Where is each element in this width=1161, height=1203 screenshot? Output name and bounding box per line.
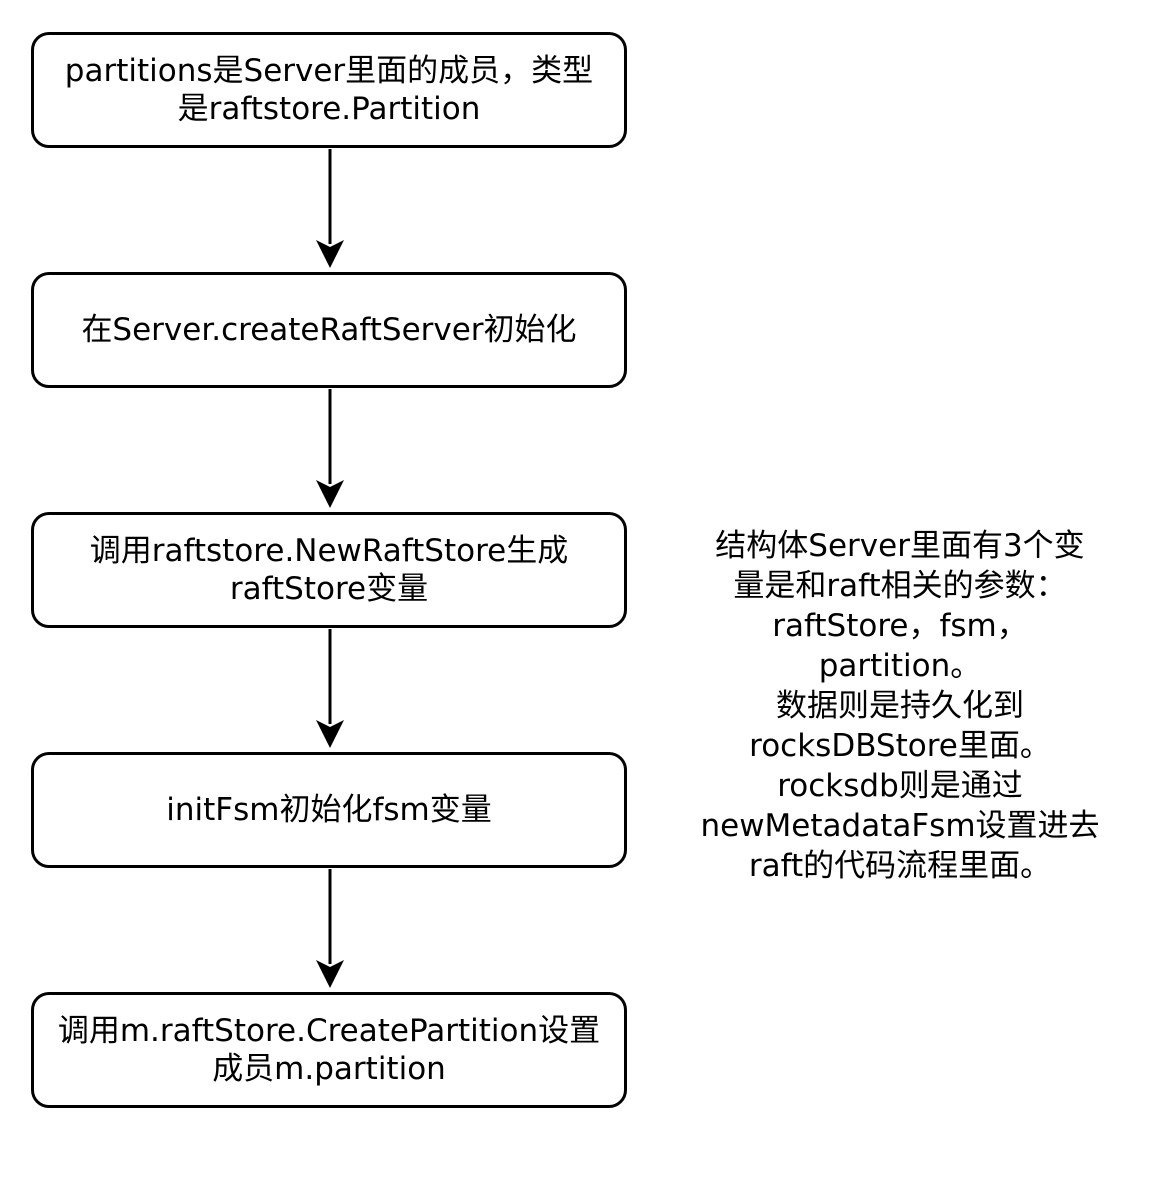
side-annotation: 结构体Server里面有3个变 量是和raft相关的参数： raftStore，… [680, 526, 1120, 886]
flow-node-label: partitions是Server里面的成员，类型 是raftstore.Par… [64, 53, 594, 127]
annotation-line: 数据则是持久化到 [776, 688, 1024, 724]
flow-node-label: 调用m.raftStore.CreatePartition设置 成员m.part… [57, 1013, 601, 1087]
annotation-line: newMetadataFsm设置进去 [700, 808, 1100, 844]
annotation-line: raftStore，fsm， [772, 608, 1028, 644]
flow-node-create-partition[interactable]: 调用m.raftStore.CreatePartition设置 成员m.part… [31, 992, 627, 1108]
flow-node-partitions-member[interactable]: partitions是Server里面的成员，类型 是raftstore.Par… [31, 32, 627, 148]
annotation-line: 量是和raft相关的参数： [733, 568, 1067, 604]
flow-node-init-fsm[interactable]: initFsm初始化fsm变量 [31, 752, 627, 868]
annotation-line: partition。 [818, 648, 982, 684]
edge-n1-n2 [316, 149, 344, 268]
flow-node-create-raft-server[interactable]: 在Server.createRaftServer初始化 [31, 272, 627, 388]
edge-n3-n4 [316, 629, 344, 748]
annotation-line: rocksdb则是通过 [777, 768, 1023, 804]
flow-node-label: 在Server.createRaftServer初始化 [81, 312, 577, 348]
annotation-line: rocksDBStore里面。 [749, 728, 1051, 764]
flow-node-label: 调用raftstore.NewRaftStore生成 raftStore变量 [89, 533, 569, 607]
flow-node-new-raft-store[interactable]: 调用raftstore.NewRaftStore生成 raftStore变量 [31, 512, 627, 628]
edge-n4-n5 [316, 869, 344, 988]
edge-n2-n3 [316, 389, 344, 508]
annotation-line: raft的代码流程里面。 [748, 848, 1052, 884]
annotation-line: 结构体Server里面有3个变 [715, 528, 1085, 564]
flow-node-label: initFsm初始化fsm变量 [166, 792, 492, 828]
